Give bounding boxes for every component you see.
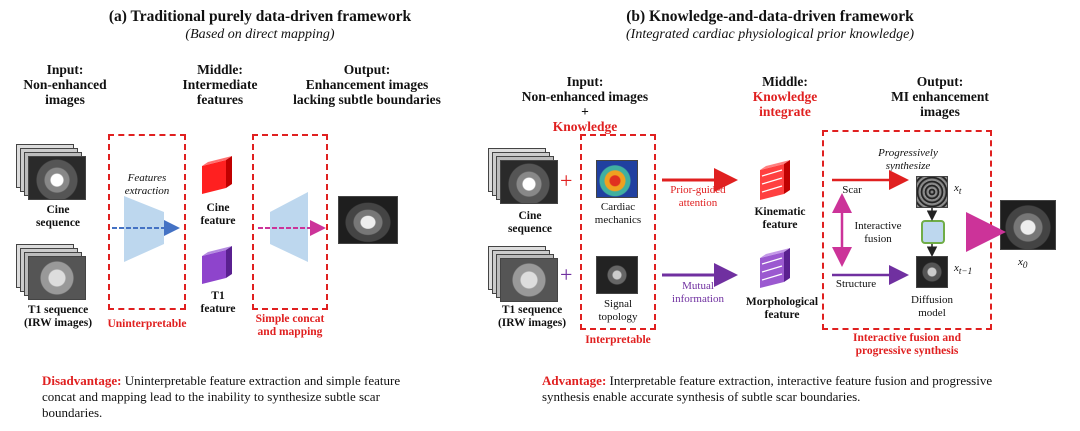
right-input-header: Input:Non-enhanced images+ Knowledge — [521, 74, 649, 134]
left-cine-stack — [16, 144, 102, 202]
cardiac-mechanics-image — [596, 160, 638, 198]
right-cine-stack — [488, 148, 574, 206]
advantage-text: Advantage: Interpretable feature extract… — [542, 373, 993, 404]
right-subtitle: (Integrated cardiac physiological prior … — [626, 27, 914, 42]
interpretable-label: Interpretable — [585, 334, 651, 346]
x0-label: x0 — [1018, 256, 1028, 271]
xt-label: xt — [954, 182, 962, 197]
noisy-image-xt1 — [916, 256, 948, 288]
plus-knowledge-cine: + — [560, 168, 573, 193]
right-t1-stack — [488, 246, 574, 304]
denoise-block — [921, 220, 945, 244]
noisy-image-xt — [916, 176, 948, 208]
disadvantage-text: Disadvantage: Uninterpretable feature ex… — [42, 373, 401, 420]
left-concat-box — [252, 134, 328, 310]
right-title: (b) Knowledge-and-data-driven framework — [626, 8, 914, 25]
right-knowledge-box — [580, 134, 656, 330]
cine-feature-block — [202, 156, 232, 194]
structure-label: Structure — [835, 278, 877, 290]
left-output-image — [338, 196, 398, 244]
uninterpretable-label: Uninterpretable — [107, 318, 187, 330]
t1-feature-block — [202, 246, 232, 284]
morphological-feature-block — [760, 248, 790, 288]
left-t1-stack — [16, 244, 102, 302]
signal-topology-image — [596, 256, 638, 294]
left-title: (a) Traditional purely data-driven frame… — [108, 8, 412, 25]
left-t1-label: T1 sequence(IRW images) — [23, 304, 93, 329]
left-subtitle: (Based on direct mapping) — [185, 27, 335, 42]
kinematic-feature-block — [760, 160, 790, 200]
left-extractor-box — [108, 134, 186, 310]
right-t1-label: T1 sequence(IRW images) — [497, 304, 567, 329]
xt1-label: xt−1 — [954, 262, 973, 277]
plus-knowledge-t1: + — [560, 262, 573, 287]
